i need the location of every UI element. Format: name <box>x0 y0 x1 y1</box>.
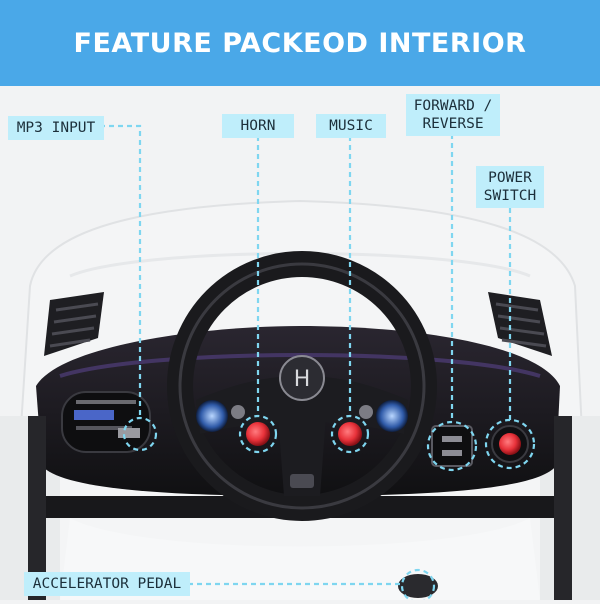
highlight-circles <box>122 414 536 604</box>
left-air-vent <box>44 292 104 356</box>
callout-power-switch-line1: POWER <box>488 170 532 186</box>
music-button-icon[interactable] <box>338 422 362 446</box>
svg-text:H: H <box>294 367 311 392</box>
callout-power-switch-line2: SWITCH <box>483 188 537 204</box>
gear-switch-icon[interactable] <box>431 425 473 467</box>
callout-power-switch: POWER SWITCH <box>476 166 544 208</box>
callout-forward-reverse-line1: FORWARD / <box>413 98 493 114</box>
callout-mp3-input: MP3 INPUT <box>8 116 104 140</box>
car-illustration: H <box>0 124 600 604</box>
callout-forward-reverse: FORWARD / REVERSE <box>406 94 500 136</box>
leader-lines <box>100 124 512 586</box>
header-banner: FEATURE PACKEOD INTERIOR <box>0 0 600 86</box>
callout-horn: HORN <box>222 114 294 138</box>
horn-button-icon[interactable] <box>246 422 270 446</box>
callout-accelerator-pedal: ACCELERATOR PEDAL <box>24 572 190 596</box>
power-switch-icon[interactable] <box>491 425 529 463</box>
right-air-vent <box>488 292 552 356</box>
callout-music: MUSIC <box>316 114 386 138</box>
mp3-player-icon[interactable] <box>61 391 151 453</box>
steering-wheel-icon[interactable]: H <box>167 251 437 521</box>
page-title: FEATURE PACKEOD INTERIOR <box>73 27 527 59</box>
car-interior-photo: H <box>0 86 600 604</box>
pedal-icon[interactable] <box>398 574 438 598</box>
callout-forward-reverse-line2: REVERSE <box>422 116 484 132</box>
